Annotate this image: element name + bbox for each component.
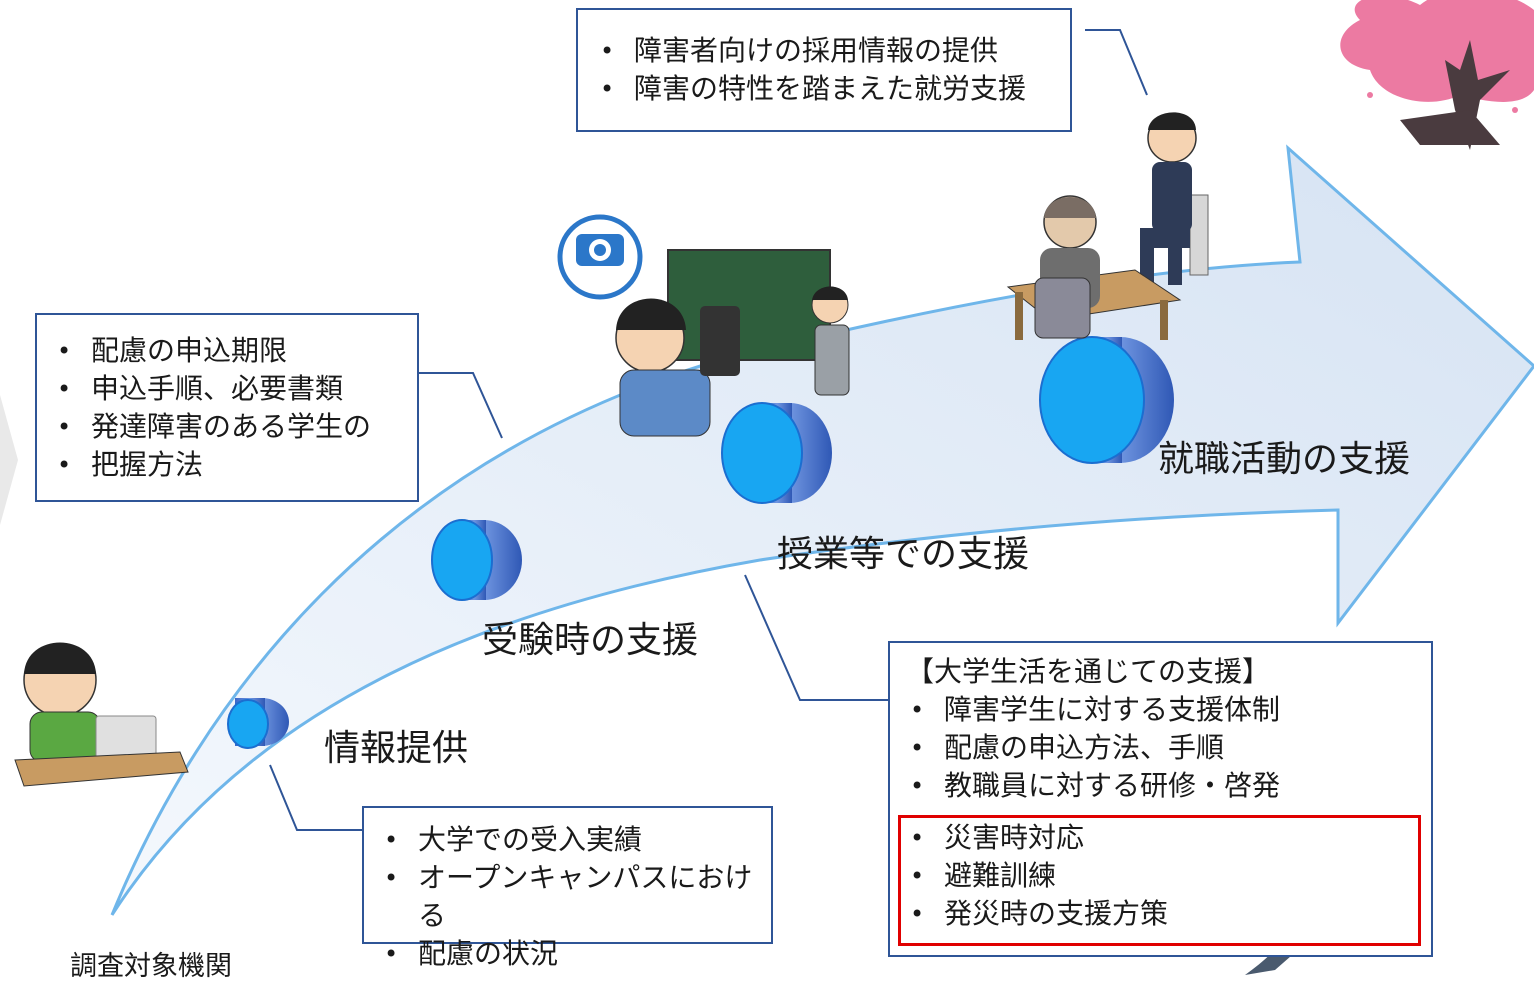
stage-exam: 受験時の支援 xyxy=(482,620,699,661)
stage-job: 就職活動の支援 xyxy=(1158,439,1411,480)
callout-campus-life-heading: 【大学生活を通じての支援】 xyxy=(906,655,1271,688)
disaster-highlight-box xyxy=(898,815,1421,946)
callout-disaster-item-2: 避難訓練 xyxy=(906,857,1421,895)
cylinder-2 xyxy=(431,519,522,601)
callout-application-item-3-cont: 把握方法 xyxy=(53,446,407,484)
camera-ok-label: OK xyxy=(590,265,612,280)
callout-track-record: 大学での受入実績 オープンキャンパスにおける 配慮の状況 xyxy=(362,806,773,973)
callout-application: 配慮の申込期限 申込手順、必要書類 発達障害のある学生の 把握方法 xyxy=(35,313,419,502)
classroom-illustration xyxy=(615,249,850,437)
cylinder-3 xyxy=(721,402,832,504)
callout-disaster-item-1: 災害時対応 xyxy=(906,819,1421,857)
job-interview-illustration xyxy=(1006,112,1209,340)
callout-campus-life-item-1: 障害学生に対する支援体制 xyxy=(906,691,1421,729)
side-chevron xyxy=(0,395,18,525)
student-laptop-illustration xyxy=(14,642,189,787)
callout-campus-life: 【大学生活を通じての支援】 障害学生に対する支援体制 配慮の申込方法、手順 教職… xyxy=(888,641,1433,957)
cherry-tree-icon xyxy=(1340,0,1534,150)
callout-employment-item-2: 障害の特性を踏まえた就労支援 xyxy=(596,70,1054,108)
camera-ok-icon xyxy=(557,214,643,300)
callout-employment-item-1: 障害者向けの採用情報の提供 xyxy=(596,32,1054,70)
callout-track-record-item-2-cont-text: 配慮の状況 xyxy=(418,937,559,970)
callout-application-item-1: 配慮の申込期限 xyxy=(53,332,407,370)
connector-right xyxy=(744,574,888,701)
callout-application-item-3-cont-text: 把握方法 xyxy=(91,448,204,481)
connector-bottom xyxy=(269,764,362,831)
cylinder-1 xyxy=(227,698,289,749)
connector-top xyxy=(1085,29,1148,96)
stage-classes: 授業等での支援 xyxy=(777,534,1030,575)
callout-application-item-3: 発達障害のある学生の xyxy=(53,408,407,446)
callout-application-item-2: 申込手順、必要書類 xyxy=(53,370,407,408)
callout-bottom-item-2-cont: 配慮の状況 xyxy=(380,935,761,973)
callout-campus-life-item-3: 教職員に対する研修・啓発 xyxy=(906,767,1421,805)
survey-target-label: 調査対象機関 xyxy=(70,951,232,982)
progress-arrow xyxy=(110,144,1534,916)
callout-campus-life-item-2: 配慮の申込方法、手順 xyxy=(906,729,1421,767)
cylinder-4 xyxy=(1039,336,1174,464)
callout-track-record-item-2: オープンキャンパスにおける xyxy=(380,859,761,935)
callout-track-record-item-1: 大学での受入実績 xyxy=(380,821,761,859)
callout-employment: 障害者向けの採用情報の提供 障害の特性を踏まえた就労支援 xyxy=(576,8,1072,132)
connector-left xyxy=(418,372,503,439)
stage-info: 情報提供 xyxy=(324,728,469,769)
callout-disaster-item-3: 発災時の支援方策 xyxy=(906,895,1421,933)
